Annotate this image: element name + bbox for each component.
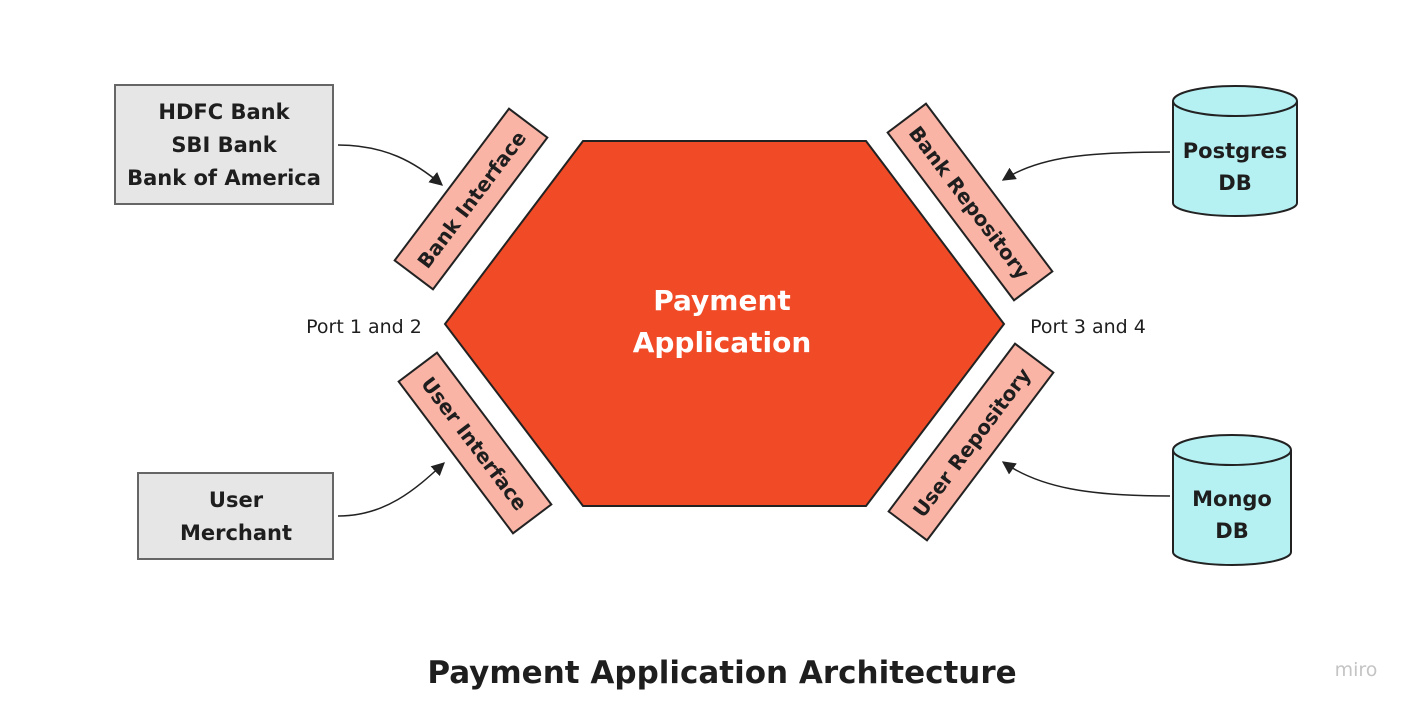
banks-box: HDFC Bank SBI Bank Bank of America [114,84,334,205]
users-box: User Merchant [137,472,334,560]
arrow-users-to-user-interface [337,462,445,517]
miro-watermark: miro [1335,659,1378,681]
user-type: Merchant [180,521,292,545]
core-label-line1: Payment [653,284,791,317]
postgres-label: Postgres [1183,139,1288,163]
arrow-postgres-to-bank-repository [1001,151,1171,181]
port-right-label: Port 3 and 4 [1030,316,1146,338]
mongo-database: Mongo DB [1172,434,1292,566]
port-left-label: Port 1 and 2 [306,316,422,338]
arrow-banks-to-bank-interface [337,144,444,186]
postgres-label: DB [1218,171,1251,195]
bank-name: Bank of America [127,166,321,190]
bank-name: SBI Bank [171,133,277,157]
payment-application-hexagon [443,140,1006,507]
user-type: User [209,488,264,512]
arrow-mongo-to-user-repository [1001,461,1171,497]
mongo-label: Mongo [1192,487,1272,511]
mongo-label: DB [1215,519,1248,543]
bank-name: HDFC Bank [158,100,290,124]
core-label-line2: Application [633,326,812,359]
diagram-title: Payment Application Architecture [427,655,1016,691]
postgres-database: Postgres DB [1172,85,1298,217]
